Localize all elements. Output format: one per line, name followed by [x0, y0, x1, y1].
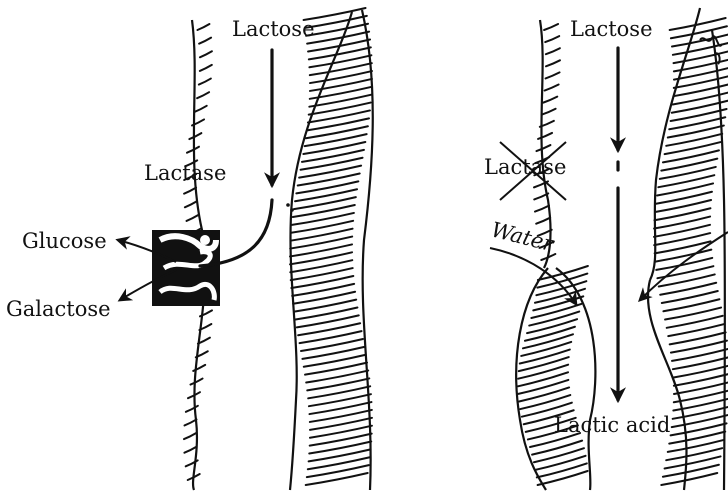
wall-hatch-stroke [184, 433, 196, 439]
wall-hatch-stroke [195, 106, 207, 112]
wall-hatch-stroke [185, 419, 197, 425]
wall-hatch-stroke [544, 24, 558, 30]
wall-hatch-stroke [189, 133, 201, 139]
wall-hatch-stroke [520, 350, 570, 364]
wall-hatch-stroke [537, 463, 587, 477]
wall-hatch-stroke [543, 97, 557, 103]
wall-hatch-stroke [525, 327, 575, 341]
wall-hatch-stroke [200, 65, 212, 71]
left-lactase-label: Lactase [144, 161, 226, 185]
left-panel-normal-digestion: Lactose Lactase Glucose Galactose [6, 8, 373, 490]
wall-hatch-stroke [519, 387, 569, 401]
wall-hatch-stroke [527, 319, 577, 333]
wall-hatch-stroke [545, 36, 559, 42]
wall-hatch-stroke [546, 48, 560, 54]
wall-hatch-stroke [546, 72, 560, 78]
wall-hatch-stroke [542, 109, 556, 115]
wall-hatch-stroke [529, 312, 579, 326]
wall-hatch-stroke [538, 471, 588, 485]
wall-hatch-stroke [521, 342, 571, 356]
right-lactase-label: Lactase [484, 155, 566, 179]
wall-hatch-stroke [185, 201, 197, 207]
wall-hatch-stroke [190, 379, 202, 385]
left-lactose-label: Lactose [232, 17, 315, 41]
wall-hatch-stroke [200, 51, 212, 57]
wall-hatch-stroke [531, 304, 581, 318]
wall-hatch-stroke [538, 133, 552, 139]
wall-hatch-stroke [197, 92, 209, 98]
wall-hatch-stroke [535, 206, 549, 212]
wall-hatch-stroke [534, 448, 584, 462]
wall-hatch-stroke [518, 380, 568, 394]
wall-hatch-stroke [523, 334, 573, 348]
galactose-label: Galactose [6, 297, 111, 321]
wall-hatch-stroke [186, 215, 198, 221]
right-panel-lactase-deficiency: Lactase Lactose Water Lactic acid [484, 8, 728, 490]
wall-hatch-stroke [545, 85, 559, 91]
wall-hatch-stroke [197, 24, 209, 30]
wall-hatch-stroke [184, 188, 196, 194]
wall-hatch-stroke [536, 218, 550, 224]
glucose-label: Glucose [22, 229, 107, 253]
wall-hatch-stroke [518, 372, 568, 386]
dot [286, 203, 290, 207]
dot [290, 208, 294, 212]
lactase-enzyme-cell [152, 230, 220, 306]
wall-hatch-stroke [536, 456, 586, 470]
wall-hatch-stroke [535, 289, 585, 303]
wall-hatch-stroke [546, 60, 560, 66]
wall-hatch-stroke [184, 447, 196, 453]
wall-hatch-stroke [199, 38, 211, 44]
left-panel-right-wall [290, 8, 373, 490]
lactase-crossed-out: Lactase [484, 142, 566, 200]
wall-hatch-stroke [519, 357, 569, 371]
wall-hatch-stroke [536, 145, 550, 151]
wall-hatch-stroke [532, 441, 582, 455]
right-lactose-label: Lactose [570, 17, 653, 41]
lactic-acid-label: Lactic acid [554, 413, 670, 437]
wall-hatch-stroke [520, 395, 570, 409]
wall-hatch-stroke [518, 365, 568, 379]
wall-hatch-stroke [199, 79, 211, 85]
